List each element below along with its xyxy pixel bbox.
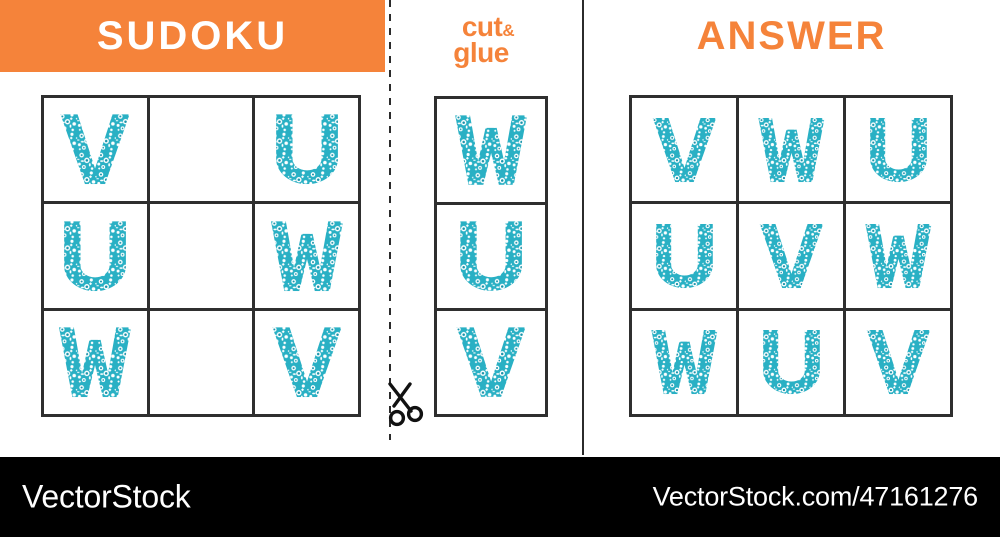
answer-cell-r3c3[interactable] xyxy=(846,310,950,414)
puzzle-cell-r2c3[interactable] xyxy=(255,204,358,308)
cut-out-letter-strip[interactable] xyxy=(434,96,548,417)
letter-v-floral xyxy=(652,117,716,182)
puzzle-cell-r2c2[interactable] xyxy=(149,204,253,308)
puzzle-cell-r3c3[interactable] xyxy=(255,310,358,414)
puzzle-cell-r2c1[interactable] xyxy=(44,204,147,308)
cut-tile-1[interactable] xyxy=(437,99,545,202)
letter-w-floral xyxy=(757,117,825,182)
answer-cell-r2c1[interactable] xyxy=(632,204,736,308)
letter-u-floral xyxy=(460,221,522,292)
letter-v-floral xyxy=(759,223,823,289)
puzzle-cell-r1c1[interactable] xyxy=(44,98,147,202)
cut-and-glue-label: cut& glue xyxy=(398,11,578,67)
page-title-answer: ANSWER xyxy=(696,14,887,58)
answer-cell-r2c2[interactable] xyxy=(739,204,843,308)
letter-w-floral xyxy=(59,327,132,398)
scissors-icon xyxy=(388,382,424,427)
letter-v-floral xyxy=(60,114,130,185)
page-title-sudoku: SUDOKU xyxy=(96,14,289,58)
letter-v-floral xyxy=(866,330,930,395)
ampersand: & xyxy=(502,21,515,40)
letter-w-floral xyxy=(650,330,718,395)
answer-cell-r2c3[interactable] xyxy=(846,204,950,308)
vertical-divider-icon xyxy=(582,0,584,455)
answer-cell-r1c1[interactable] xyxy=(632,98,736,202)
glue-word: glue xyxy=(453,36,509,68)
cut-tile-2[interactable] xyxy=(437,205,545,308)
letter-u-floral xyxy=(762,330,820,395)
sudoku-header-band xyxy=(0,0,385,72)
sudoku-answer-grid xyxy=(629,95,953,417)
dashed-cut-line-icon xyxy=(389,0,391,440)
answer-cell-r3c2[interactable] xyxy=(739,310,843,414)
cut-word: cut xyxy=(461,11,503,42)
puzzle-cell-r1c3[interactable] xyxy=(255,98,358,202)
answer-cell-r1c2[interactable] xyxy=(739,98,843,202)
letter-w-floral xyxy=(455,115,527,186)
letter-u-floral xyxy=(655,223,713,289)
footer-url-label: VectorStock.com/47161276 xyxy=(652,481,979,512)
answer-cell-r1c3[interactable] xyxy=(846,98,950,202)
letter-u-floral xyxy=(64,221,127,291)
answer-cell-r3c1[interactable] xyxy=(632,310,736,414)
cut-tile-3[interactable] xyxy=(437,311,545,414)
puzzle-cell-r3c1[interactable] xyxy=(44,310,147,414)
letter-u-floral xyxy=(869,117,927,182)
letter-v-floral xyxy=(456,327,526,398)
footer-brand-label: VectorStock xyxy=(22,478,191,515)
puzzle-cell-r3c2[interactable] xyxy=(149,310,253,414)
letter-v-floral xyxy=(272,327,342,398)
letter-w-floral xyxy=(864,223,932,289)
footer-bar: VectorStock VectorStock.com/47161276 xyxy=(0,457,1000,537)
sudoku-puzzle-grid[interactable] xyxy=(41,95,361,417)
letter-w-floral xyxy=(270,221,343,291)
puzzle-cell-r1c2[interactable] xyxy=(149,98,253,202)
cut-glue-line-1: cut& xyxy=(398,11,578,42)
letter-u-floral xyxy=(275,114,338,185)
